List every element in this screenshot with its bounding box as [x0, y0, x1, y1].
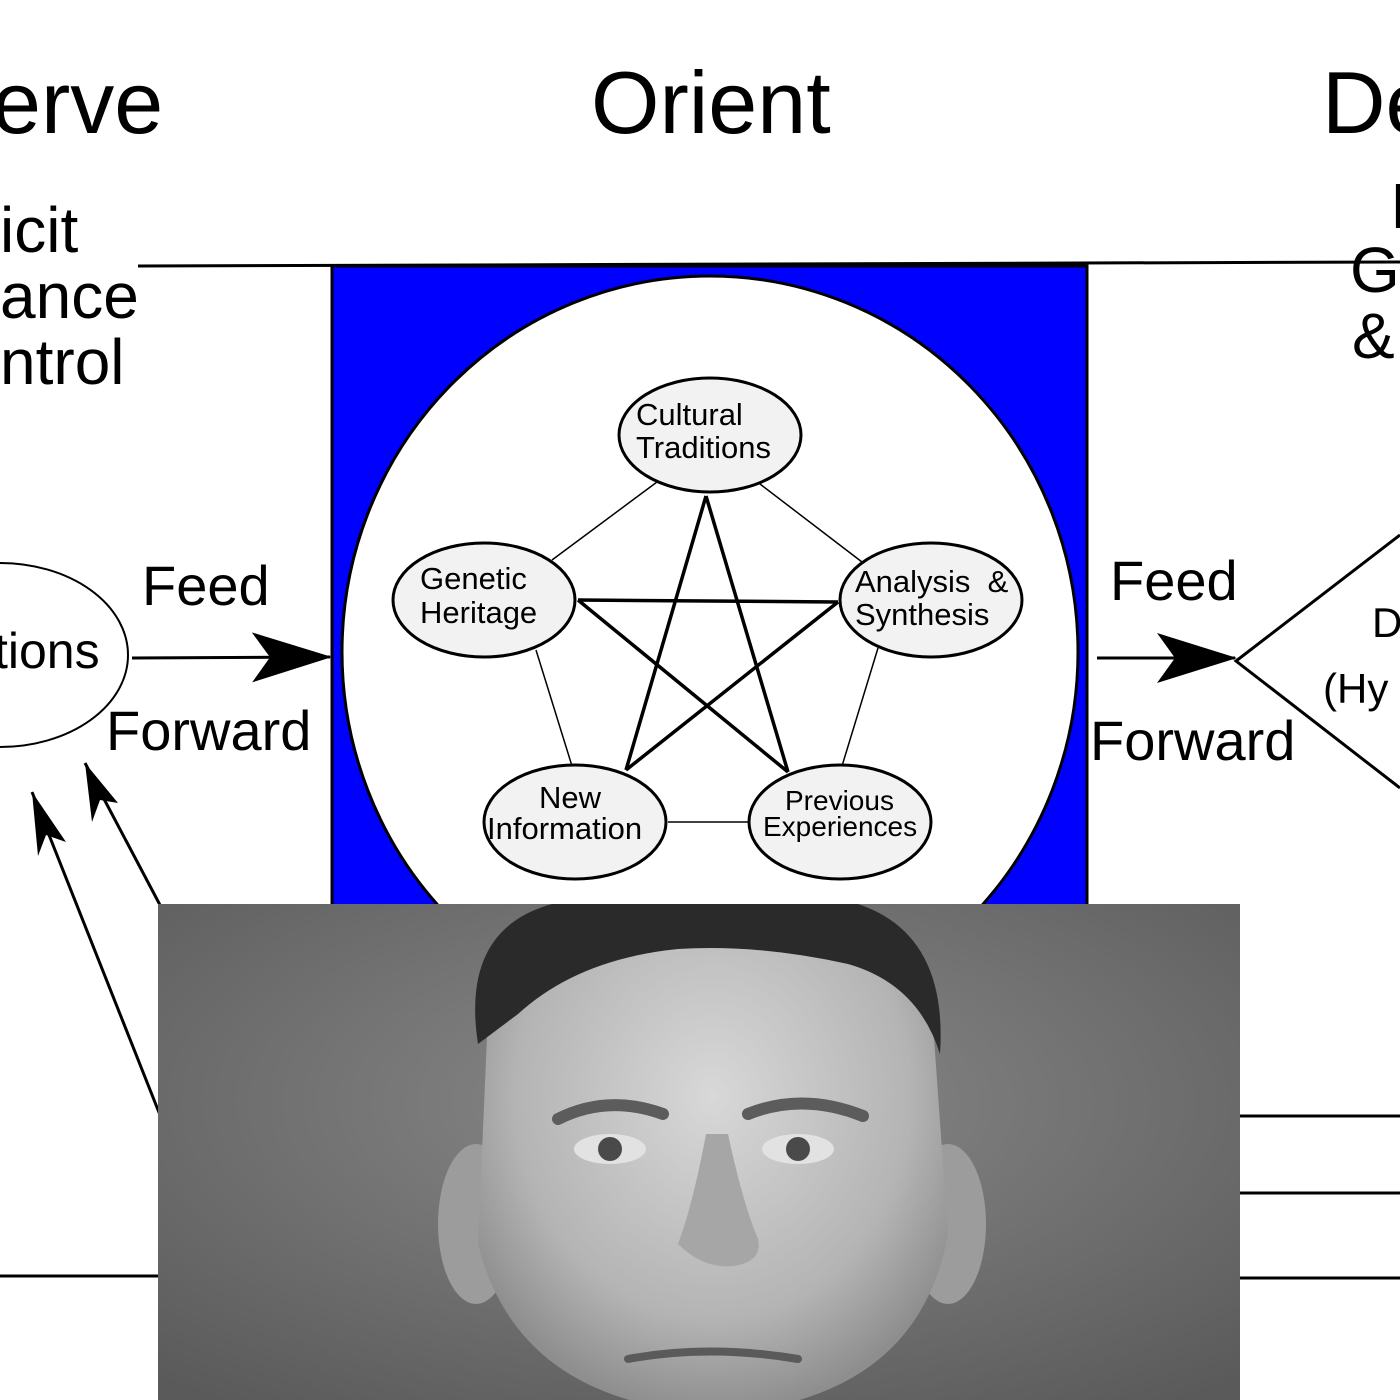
- node-label: New: [539, 780, 602, 815]
- forward-label-left: Forward: [106, 699, 311, 762]
- decide-side-line3: &: [1352, 300, 1395, 372]
- node-new-information: New Information: [482, 763, 668, 881]
- decision-diamond: [1233, 533, 1400, 790]
- observe-header: erve: [0, 53, 163, 152]
- node-cultural-traditions: Cultural Traditions: [617, 376, 803, 494]
- node-label: Experiences: [763, 811, 917, 842]
- feedback-arrowhead-2: [85, 763, 118, 822]
- node-label: Cultural: [636, 397, 743, 432]
- node-label: Genetic: [420, 561, 527, 596]
- forward-label-right: Forward: [1090, 709, 1295, 772]
- feed-forward-arrow-left: [131, 632, 332, 683]
- orient-header: Orient: [591, 53, 831, 152]
- node-label: Analysis &: [855, 564, 1009, 599]
- observe-side-line1: icit: [0, 194, 78, 266]
- feedback-arrow-1: [30, 791, 162, 1116]
- pentagram: [576, 495, 840, 774]
- node-label: Traditions: [636, 430, 771, 465]
- decide-side-line1: I: [1390, 170, 1400, 242]
- portrait-photo: [158, 904, 1240, 1400]
- feed-label-right: Feed: [1110, 549, 1238, 612]
- observations-node: [0, 562, 129, 748]
- observe-side-line3: ntrol: [0, 326, 125, 398]
- observe-side-line2: ance: [0, 260, 139, 332]
- decide-side-line2: G: [1350, 234, 1400, 306]
- node-label: Heritage: [420, 595, 537, 630]
- node-label: Synthesis: [855, 597, 989, 632]
- feed-label-left: Feed: [142, 554, 270, 617]
- node-label: Information: [487, 811, 642, 846]
- decide-header: De: [1322, 53, 1400, 152]
- node-genetic-heritage: Genetic Heritage: [391, 541, 577, 659]
- portrait-image: [158, 904, 1240, 1400]
- node-previous-experiences: Previous Experiences: [747, 763, 933, 881]
- observations-label: tions: [0, 623, 100, 679]
- node-analysis-synthesis: Analysis & Synthesis: [838, 541, 1024, 659]
- pentagon-links: [535, 481, 879, 823]
- node-label: Previous: [785, 785, 894, 816]
- feedback-arrowhead-1: [32, 792, 66, 856]
- decision-label-line2: (Hy: [1323, 665, 1388, 712]
- decision-label-line1: D: [1372, 599, 1400, 646]
